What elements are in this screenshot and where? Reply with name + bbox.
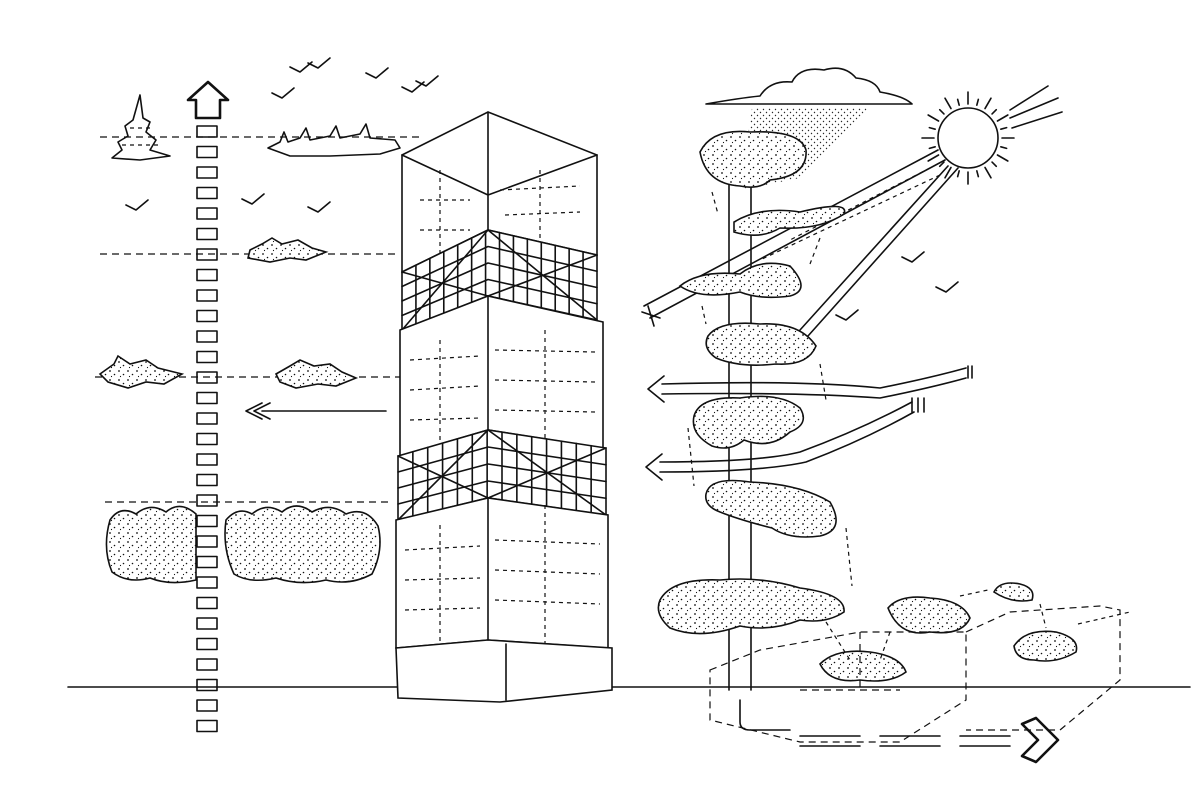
ground-reservoirs	[709, 605, 1121, 743]
air-ducts	[645, 365, 973, 481]
cloud-island-1	[247, 237, 329, 263]
outflow-arrow-bottom	[799, 716, 1060, 764]
vertical-scale-arrow	[186, 80, 230, 120]
skyline-sketch	[267, 123, 401, 157]
bird-icon	[125, 57, 959, 321]
water-flow-arrows	[687, 191, 1131, 661]
stippled-pond-cascade	[657, 130, 1078, 682]
sun-icon	[921, 85, 1063, 185]
glazed-band-lower	[397, 429, 607, 521]
hedge-sketch	[105, 505, 381, 584]
level-lines	[95, 136, 420, 503]
outflow-arrow-left	[245, 402, 387, 420]
cloud-island-2	[98, 354, 359, 389]
glazed-band-upper	[401, 229, 598, 331]
treetop-sketch	[111, 94, 171, 161]
vertical-scale	[196, 125, 218, 733]
modular-tower	[395, 111, 613, 703]
